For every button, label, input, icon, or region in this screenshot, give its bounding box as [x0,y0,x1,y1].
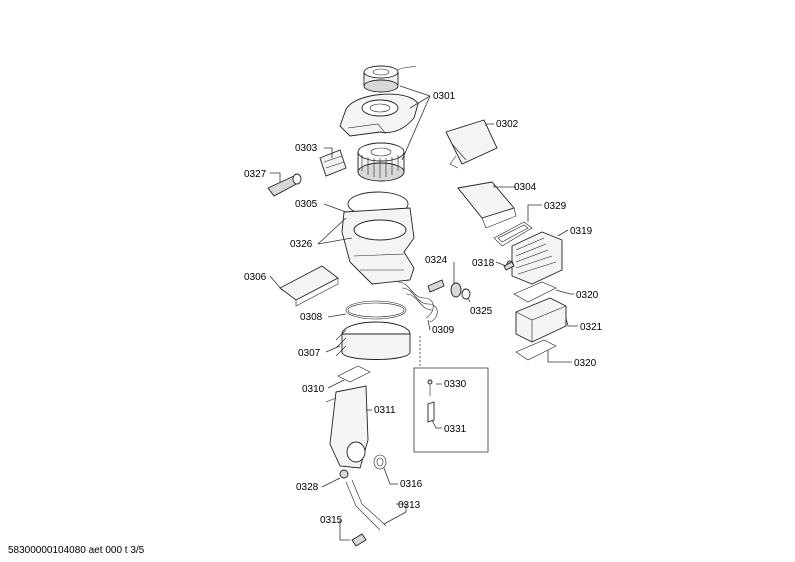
label-0304: 0304 [514,182,537,193]
part-0316-seal [373,454,387,470]
label-0321: 0321 [580,322,603,333]
label-0327: 0327 [244,169,267,180]
label-0325: 0325 [470,306,493,317]
label-0303: 0303 [295,143,318,154]
footer-code: 58300000104080 aet 000 t 3/5 [8,545,145,556]
label-0329: 0329 [544,201,567,212]
part-0306-plate [279,265,339,307]
part-0302-cover [445,119,498,169]
part-0320-gasket-upper [513,281,557,303]
part-0305-air-duct [341,191,415,285]
label-0318: 0318 [472,258,495,269]
label-0305: 0305 [295,199,318,210]
label-0308: 0308 [300,312,323,323]
part-fan-wheel [357,142,405,182]
callout-labels: 0301 0302 0303 0304 0305 0306 0307 0308 … [244,91,603,526]
part-0311-channel [325,385,369,469]
label-0324: 0324 [425,255,448,266]
part-motor [363,65,417,93]
label-0307: 0307 [298,348,321,359]
label-0328: 0328 [296,482,319,493]
label-0301: 0301 [433,91,456,102]
label-0326: 0326 [290,239,313,250]
label-0331: 0331 [444,424,467,435]
part-0309-heating-coil [397,279,445,323]
part-0310-gasket [337,365,371,383]
part-0319-evaporator [506,231,563,285]
part-0320-gasket-lower [515,339,557,361]
screw-detail-box [413,336,489,453]
part-0315-connector [351,533,367,547]
part-0307-heater-housing [335,321,411,360]
part-0324-fitting [450,282,471,300]
part-fan-housing [339,93,419,137]
label-0310: 0310 [302,384,325,395]
label-0320-upper: 0320 [576,290,599,301]
label-0316: 0316 [400,479,423,490]
part-0318-pin [503,261,515,271]
part-0303-bracket [319,149,347,177]
label-0309: 0309 [432,325,455,336]
label-0311: 0311 [374,405,396,416]
label-0302: 0302 [496,119,519,130]
part-0327-roll [267,173,302,197]
label-0320-lower: 0320 [574,358,597,369]
label-0315: 0315 [320,515,343,526]
part-0321-tray [515,297,567,343]
label-0319: 0319 [570,226,593,237]
part-0313-hose [339,469,387,531]
part-0308-ring [345,300,407,320]
label-0313: 0313 [398,500,421,511]
leader-lines [269,85,578,541]
label-0306: 0306 [244,272,267,283]
part-0304-plate [457,181,517,229]
label-0330: 0330 [444,379,467,390]
part-0329-gasket [493,221,533,247]
